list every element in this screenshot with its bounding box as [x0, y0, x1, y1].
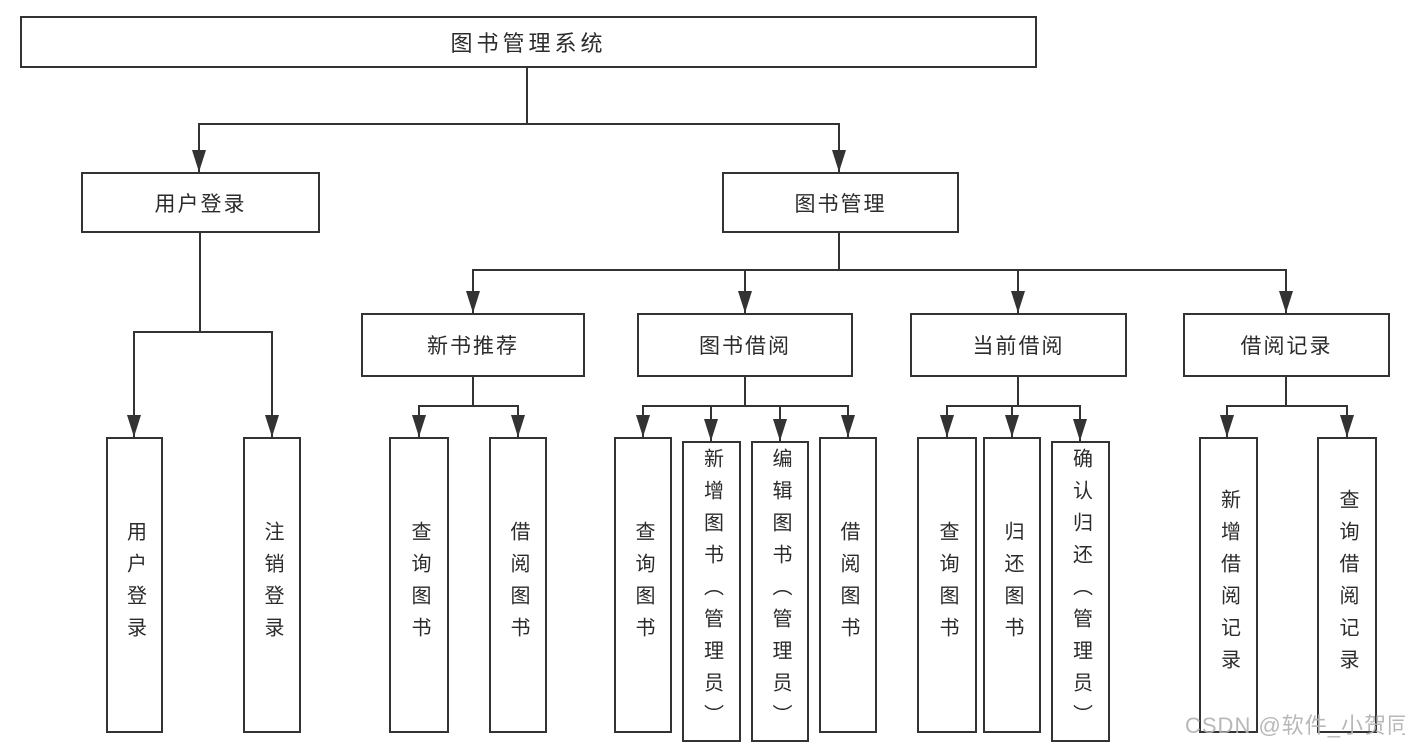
node-root-library-management-system: 图书管理系统	[20, 16, 1037, 68]
arrow-down-icon	[1073, 419, 1087, 441]
arrow-down-icon	[738, 291, 752, 313]
arrow-down-icon	[511, 415, 525, 437]
node-user-login-group: 用户登录	[81, 172, 320, 233]
leaf-nb-query-books: 查询图书	[389, 437, 449, 733]
connector-vline	[271, 331, 273, 437]
connector-vline	[198, 123, 200, 172]
leaf-label: 确认归还（管理员）	[1069, 447, 1092, 736]
arrow-down-icon	[1279, 291, 1293, 313]
connector-vline	[1017, 377, 1019, 407]
arrow-down-icon	[832, 150, 846, 172]
node-new-book-recommendation: 新书推荐	[361, 313, 585, 377]
arrow-down-icon	[773, 419, 787, 441]
arrow-down-icon	[704, 419, 718, 441]
leaf-br-add-record: 新增借阅记录	[1199, 437, 1258, 733]
arrow-down-icon	[636, 415, 650, 437]
connector-hline	[946, 405, 1081, 407]
node-label: 当前借阅	[972, 335, 1065, 358]
leaf-user-login: 用户登录	[106, 437, 163, 733]
node-label: 图书借阅	[699, 335, 791, 358]
node-current-borrowing: 当前借阅	[910, 313, 1127, 377]
leaf-label: 借阅图书	[837, 521, 859, 649]
leaf-label: 查询图书	[632, 521, 654, 649]
node-label: 图书管理系统	[450, 31, 607, 56]
leaf-bb-add-books-admin: 新增图书（管理员）	[682, 441, 741, 742]
connector-vline	[133, 331, 135, 437]
arrow-down-icon	[1005, 415, 1019, 437]
node-label: 借阅记录	[1240, 335, 1333, 358]
leaf-cb-return-books: 归还图书	[983, 437, 1041, 733]
leaf-nb-borrow-books: 借阅图书	[489, 437, 547, 733]
leaf-label: 新增借阅记录	[1217, 489, 1240, 681]
leaf-bb-edit-books-admin: 编辑图书（管理员）	[751, 441, 809, 742]
arrow-down-icon	[412, 415, 426, 437]
arrow-down-icon	[841, 415, 855, 437]
arrow-down-icon	[265, 415, 279, 437]
arrow-down-icon	[1011, 291, 1025, 313]
leaf-logout: 注销登录	[243, 437, 301, 733]
connector-hline	[198, 123, 840, 125]
leaf-label: 归还图书	[1001, 521, 1023, 649]
leaf-bb-query-books: 查询图书	[614, 437, 672, 733]
node-label: 图书管理	[794, 192, 887, 216]
connector-hline	[418, 405, 519, 407]
connector-hline	[642, 405, 849, 407]
leaf-label: 新增图书（管理员）	[700, 447, 723, 736]
arrow-down-icon	[466, 291, 480, 313]
node-book-management: 图书管理	[722, 172, 959, 233]
connector-vline	[526, 68, 528, 125]
leaf-cb-query-books: 查询图书	[917, 437, 977, 733]
leaf-bb-borrow-books: 借阅图书	[819, 437, 877, 733]
leaf-label: 借阅图书	[507, 521, 529, 649]
arrow-down-icon	[127, 415, 141, 437]
arrow-down-icon	[940, 415, 954, 437]
arrow-down-icon	[1220, 415, 1234, 437]
connector-vline	[199, 233, 201, 333]
connector-vline	[472, 377, 474, 407]
leaf-label: 用户登录	[123, 521, 146, 649]
connector-vline	[744, 377, 746, 407]
connector-vline	[838, 233, 840, 271]
arrow-down-icon	[1340, 415, 1354, 437]
node-book-borrowing: 图书借阅	[637, 313, 853, 377]
leaf-label: 查询图书	[936, 521, 958, 649]
leaf-br-query-record: 查询借阅记录	[1317, 437, 1377, 733]
connector-hline	[133, 331, 273, 333]
node-borrowing-records: 借阅记录	[1183, 313, 1390, 377]
leaf-label: 查询借阅记录	[1336, 489, 1358, 681]
node-label: 用户登录	[154, 192, 247, 216]
connector-vline	[1285, 377, 1287, 407]
connector-hline	[1226, 405, 1348, 407]
leaf-cb-confirm-return-admin: 确认归还（管理员）	[1051, 441, 1110, 742]
leaf-label: 编辑图书（管理员）	[769, 447, 791, 736]
node-label: 新书推荐	[427, 335, 519, 358]
connector-vline	[838, 123, 840, 172]
arrow-down-icon	[192, 150, 206, 172]
leaf-label: 查询图书	[408, 521, 430, 649]
connector-hline	[472, 269, 1286, 271]
watermark-text: CSDN @软件_小贺同学	[1185, 713, 1405, 738]
leaf-label: 注销登录	[261, 521, 283, 649]
